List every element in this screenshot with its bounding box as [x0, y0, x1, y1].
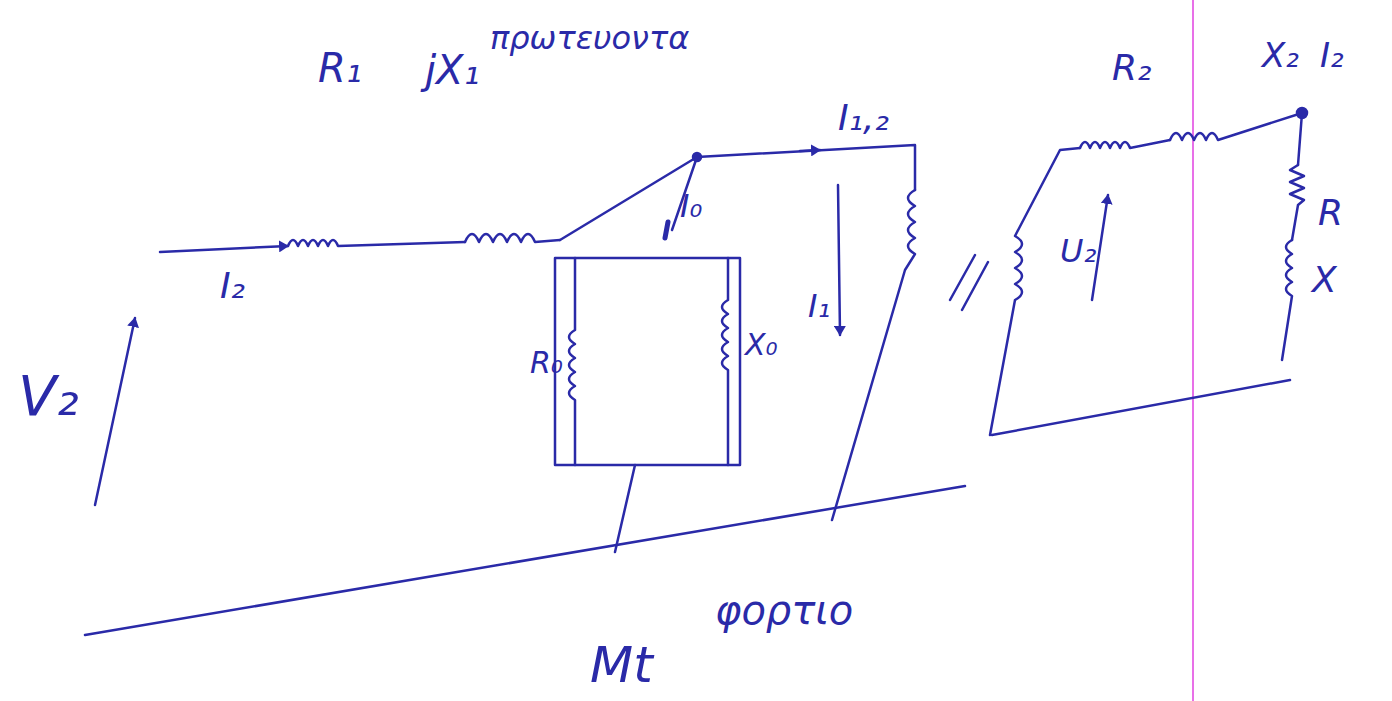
inductor-symbol [569, 258, 575, 465]
component-label: R [1318, 195, 1343, 231]
primary-wire [560, 145, 915, 240]
current-label: I₂ [220, 268, 245, 304]
component-label: X₂ [1262, 38, 1299, 72]
current-label: I₁,₂ [838, 100, 889, 136]
winding-symbol [832, 190, 915, 520]
current-arrow [665, 222, 668, 238]
inductor-symbol [1170, 113, 1302, 165]
core-symbol [950, 255, 988, 310]
inductor-symbol [1282, 240, 1292, 360]
component-label: jX₁ [425, 50, 480, 90]
component-label: R₀ [530, 348, 563, 378]
note-text: πρωτευοντα [490, 22, 689, 54]
margin-line [1192, 0, 1194, 701]
component-label: R₂ [1112, 50, 1151, 86]
primary-wire [160, 246, 288, 252]
ground-wire [85, 486, 965, 635]
resistor-symbol [288, 240, 465, 246]
winding-symbol [990, 148, 1080, 435]
resistor-symbol [1080, 140, 1170, 148]
current-arrow [838, 185, 840, 335]
voltage-arrow [95, 318, 135, 505]
component-label: X [1312, 262, 1337, 298]
current-label: I₁ [808, 290, 830, 322]
branch-wire [615, 465, 635, 552]
current-arrow [800, 150, 820, 151]
inductor-symbol [465, 234, 560, 242]
secondary-wire [992, 380, 1290, 435]
resistor-symbol [1290, 165, 1304, 240]
note-text: Mt [590, 640, 653, 690]
current-label: I₀ [680, 190, 702, 222]
component-label: R₁ [318, 48, 362, 88]
note-text: φορτιο [715, 590, 853, 630]
component-label: X₀ [745, 330, 778, 360]
inductor-symbol [722, 258, 728, 465]
terminal-dot [1297, 108, 1307, 118]
branch-box [555, 258, 740, 465]
voltage-label: V₂ [18, 368, 79, 424]
voltage-label: U₂ [1060, 235, 1096, 267]
current-label: I₂ [1320, 38, 1344, 72]
